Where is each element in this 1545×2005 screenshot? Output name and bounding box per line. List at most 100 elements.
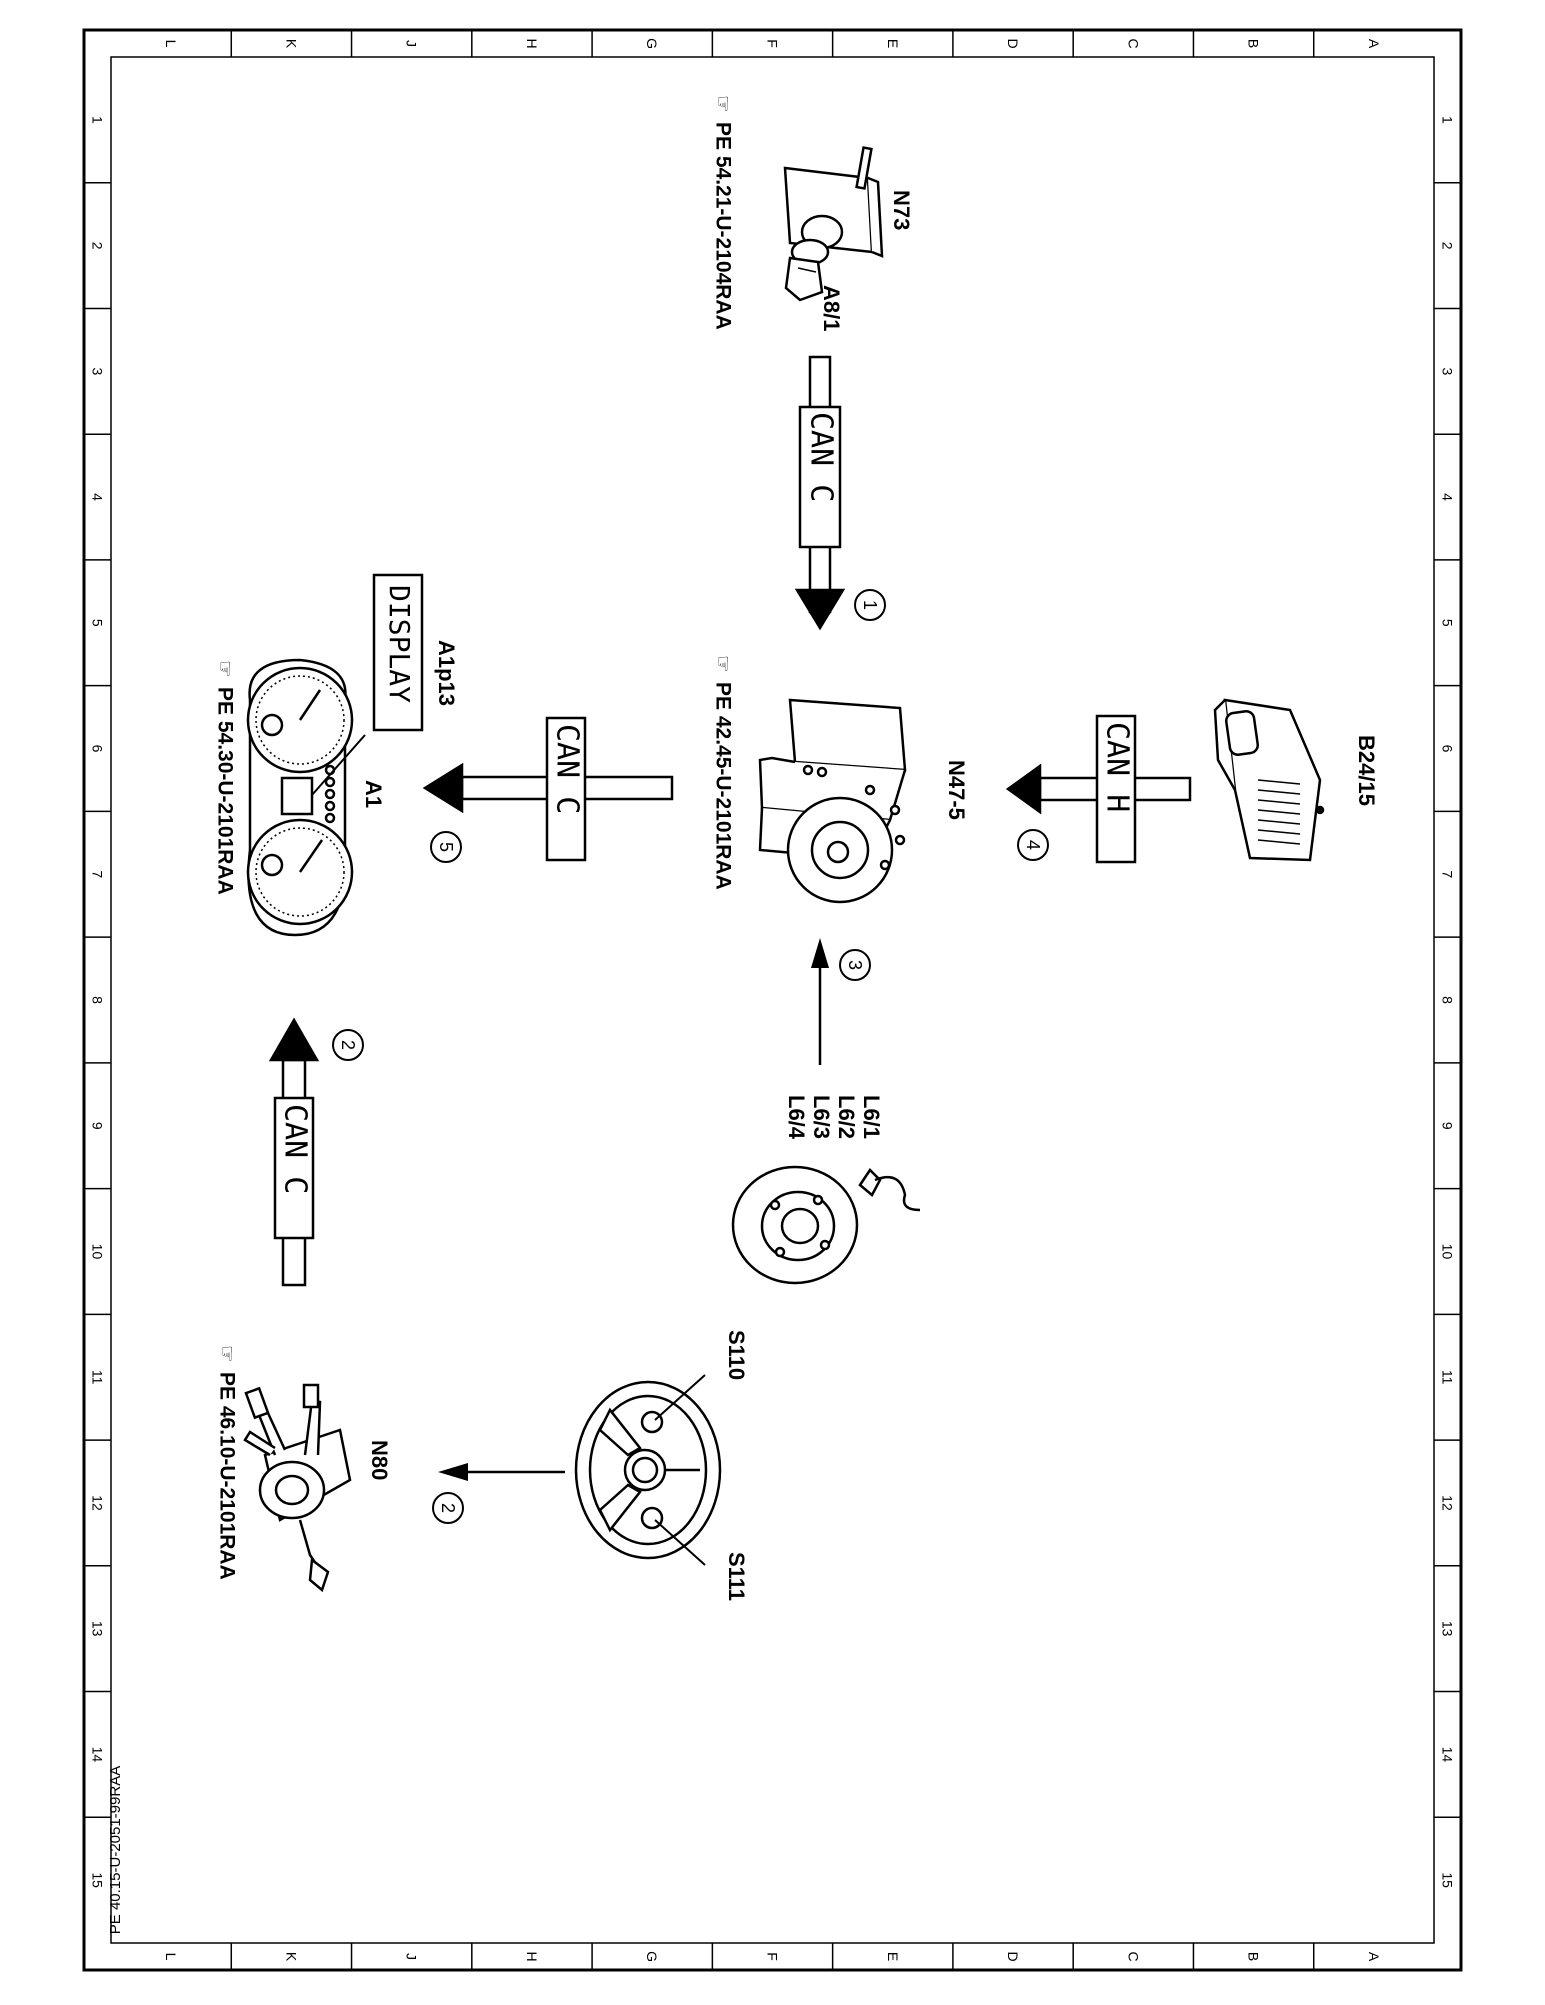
grid-number-label: 12 [1440, 1495, 1456, 1511]
n47-5-label: N47-5 [944, 760, 969, 820]
l6-2-label: L6/2 [834, 1095, 859, 1139]
can-c-mid-box [545, 716, 587, 862]
signal-arrow-2 [438, 1463, 565, 1481]
s111-leader-line [654, 1519, 706, 1566]
grid-number-label: 3 [90, 367, 106, 375]
grid-letter-label: E [885, 39, 901, 48]
grid-number-label: 8 [90, 996, 106, 1004]
grid-number-label: 5 [90, 619, 106, 627]
s111-label: S111 [724, 1552, 749, 1601]
a1p13-display-text: DISPLAY [383, 585, 416, 703]
n80-steering-column-module-icon [243, 1383, 352, 1593]
callout-2b-text: 2 [438, 1503, 458, 1513]
callout-5: 5 [430, 831, 462, 863]
a1-label: A1 [361, 780, 386, 808]
grid-letter-label: B [1246, 1952, 1262, 1961]
grid-letter-label: E [885, 1952, 901, 1961]
grid-letter-label: A [1366, 39, 1382, 49]
l6-1-label: L6/1 [859, 1095, 884, 1139]
grid-number-label: 7 [90, 870, 106, 878]
n47-5-ref-text: PE 42.45-U-2101RAA [711, 682, 734, 890]
callout-2a-text: 2 [338, 1040, 358, 1050]
grid-letter-label: J [404, 40, 420, 47]
grid-letter-label: H [524, 1951, 540, 1961]
grid-number-label: 8 [1440, 996, 1456, 1004]
n80-label: N80 [367, 1440, 392, 1480]
can-c-top-box [798, 405, 842, 549]
grid-letter-label: F [765, 39, 781, 48]
callout-4-text: 4 [1023, 840, 1043, 850]
a1p13-leader-line [311, 734, 366, 796]
grid-letter-label: D [1005, 1951, 1021, 1961]
grid-number-label: 2 [90, 242, 106, 250]
grid-number-label: 11 [90, 1370, 106, 1385]
grid-letter-label: G [644, 38, 660, 49]
drawing-frame [82, 28, 1463, 1972]
b24-15-label: B24/15 [1354, 735, 1379, 806]
grid-letter-label: L [163, 1953, 179, 1961]
grid-number-label: 13 [90, 1621, 106, 1637]
grid-number-label: 10 [1440, 1244, 1456, 1260]
a1p13-label: A1p13 [434, 640, 459, 706]
grid-number-label: 12 [90, 1495, 106, 1511]
grid-number-label: 13 [1440, 1621, 1456, 1637]
n73-ref-text: PE 54.21-U-2104RAA [711, 122, 734, 330]
n73-reference: ☞ PE 54.21-U-2104RAA [711, 95, 734, 330]
grid-number-label: 4 [1440, 493, 1456, 501]
grid-letter-label: F [765, 1952, 781, 1961]
signal-arrow-3 [811, 938, 829, 1065]
can-h-label: CAN H [1100, 722, 1135, 812]
a1-ref-text: PE 54.30-U-2101RAA [213, 687, 236, 895]
grid-letter-label: K [283, 39, 299, 49]
n80-ref-text: PE 46.10-U-2101RAA [215, 1372, 238, 1580]
grid-number-label: 14 [90, 1747, 106, 1763]
s110-label: S110 [724, 1330, 749, 1380]
grid-number-label: 7 [1440, 870, 1456, 878]
l6-4-label: L6/4 [784, 1095, 809, 1140]
grid-letter-label: K [283, 1952, 299, 1962]
n73-ignition-switch-icon [783, 146, 884, 302]
l6-wheel-speed-sensor-icon [731, 1165, 921, 1285]
callout-3-text: 3 [845, 960, 865, 970]
grid-number-label: 5 [1440, 619, 1456, 627]
b24-15-yaw-rate-sensor-icon [1213, 698, 1325, 862]
l6-3-label: L6/3 [809, 1095, 834, 1139]
callout-2b: 2 [432, 1492, 464, 1524]
grid-number-label: 15 [1440, 1872, 1456, 1888]
n73-label: N73 [889, 190, 914, 230]
grid-number-label: 15 [90, 1872, 106, 1888]
callout-1: 1 [854, 589, 886, 621]
s110-leader-line [654, 1374, 706, 1421]
grid-letter-label: A [1366, 1952, 1382, 1962]
a1-instrument-cluster-icon [246, 658, 354, 937]
can-h-box [1095, 714, 1137, 864]
grid-letter-label: G [644, 1951, 660, 1962]
grid-letter-label: J [404, 1953, 420, 1960]
steering-wheel-icon [574, 1380, 722, 1560]
grid-letter-label: H [524, 38, 540, 48]
can-c-bottom-label: CAN C [278, 1104, 313, 1194]
callout-4: 4 [1017, 829, 1049, 861]
grid-number-label: 9 [1440, 1122, 1456, 1130]
callout-3: 3 [839, 949, 871, 981]
pointing-hand-icon: ☞ [216, 1345, 238, 1363]
a1p13-display-box [372, 573, 424, 732]
grid-number-label: 14 [1440, 1747, 1456, 1763]
grid-number-label: 6 [90, 745, 106, 753]
can-c-top-label: CAN C [804, 412, 839, 502]
grid-letter-label: L [163, 40, 179, 48]
n47-5-reference: ☞ PE 42.45-U-2101RAA [711, 655, 734, 890]
a1-reference: ☞ PE 54.30-U-2101RAA [213, 660, 236, 895]
n47-5-esp-control-unit-icon [758, 698, 907, 904]
grid-ticks [84, 30, 1461, 1970]
drawing-id: PE 40.15-U-2051-99RAA [107, 1766, 124, 1934]
grid-letter-label: C [1125, 38, 1141, 48]
n80-reference: ☞ PE 46.10-U-2101RAA [215, 1345, 238, 1580]
callout-2a: 2 [332, 1029, 364, 1061]
grid-number-label: 10 [90, 1244, 106, 1260]
grid-number-label: 11 [1440, 1370, 1456, 1385]
can-c-bottom-box [273, 1096, 315, 1240]
